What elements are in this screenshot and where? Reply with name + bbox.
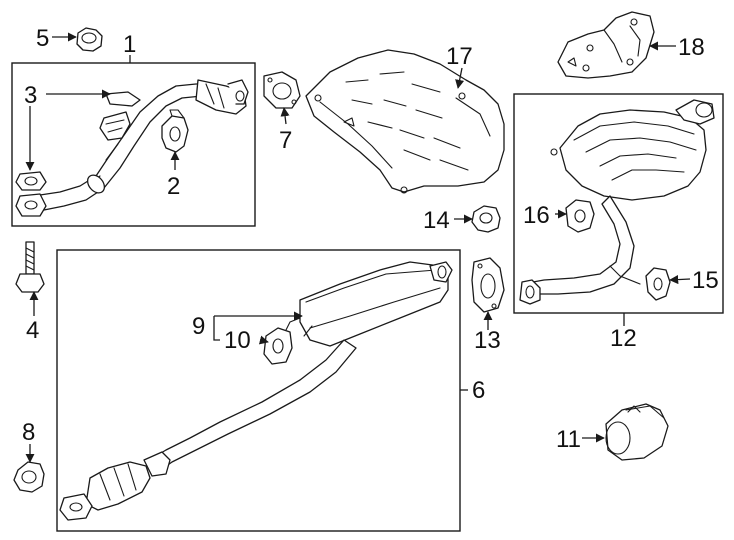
callout-7: 7 — [279, 127, 292, 154]
callout-17: 17 — [446, 43, 473, 70]
hanger-part-15 — [645, 267, 671, 301]
callout-16: 16 — [523, 202, 550, 229]
callout-3: 3 — [24, 82, 37, 109]
gasket-part-13 — [471, 257, 505, 313]
gasket-part-7 — [263, 71, 301, 109]
muffler-group-box — [513, 93, 724, 314]
clamp-part-11 — [605, 403, 669, 461]
center-pipe-part-6 — [59, 261, 453, 521]
callout-2: 2 — [167, 173, 180, 200]
front-pipe-part-1 — [15, 79, 249, 217]
callout-13: 13 — [474, 327, 501, 354]
hanger-part-16 — [565, 199, 595, 233]
heat-shield-part-17 — [305, 49, 505, 194]
callout-6: 6 — [472, 377, 485, 404]
front-pipe-group-box — [11, 62, 256, 227]
callout-12: 12 — [610, 325, 637, 352]
callout-8: 8 — [22, 419, 35, 446]
callout-labels: 5 1 3 2 7 17 18 14 16 15 12 4 13 6 9 10 … — [22, 25, 719, 453]
bolt-part-4 — [15, 241, 45, 293]
callout-14: 14 — [423, 207, 450, 234]
hanger-part-2 — [161, 109, 189, 153]
leader-lines — [25, 32, 691, 463]
nut-part-14 — [471, 205, 501, 233]
bracket-part-18 — [557, 11, 655, 79]
nut-part-5 — [76, 27, 103, 52]
callout-10: 10 — [224, 327, 251, 354]
callout-15: 15 — [692, 267, 719, 294]
callout-5: 5 — [36, 25, 49, 52]
hanger-part-10 — [263, 327, 293, 365]
callout-1: 1 — [123, 31, 136, 58]
nut-part-8 — [13, 461, 45, 493]
callout-18: 18 — [678, 34, 705, 61]
gasket-part-3 — [15, 91, 141, 191]
callout-4: 4 — [26, 317, 39, 344]
callout-9: 9 — [192, 313, 205, 340]
callout-11: 11 — [556, 426, 581, 453]
rear-muffler-part-12 — [519, 99, 715, 305]
